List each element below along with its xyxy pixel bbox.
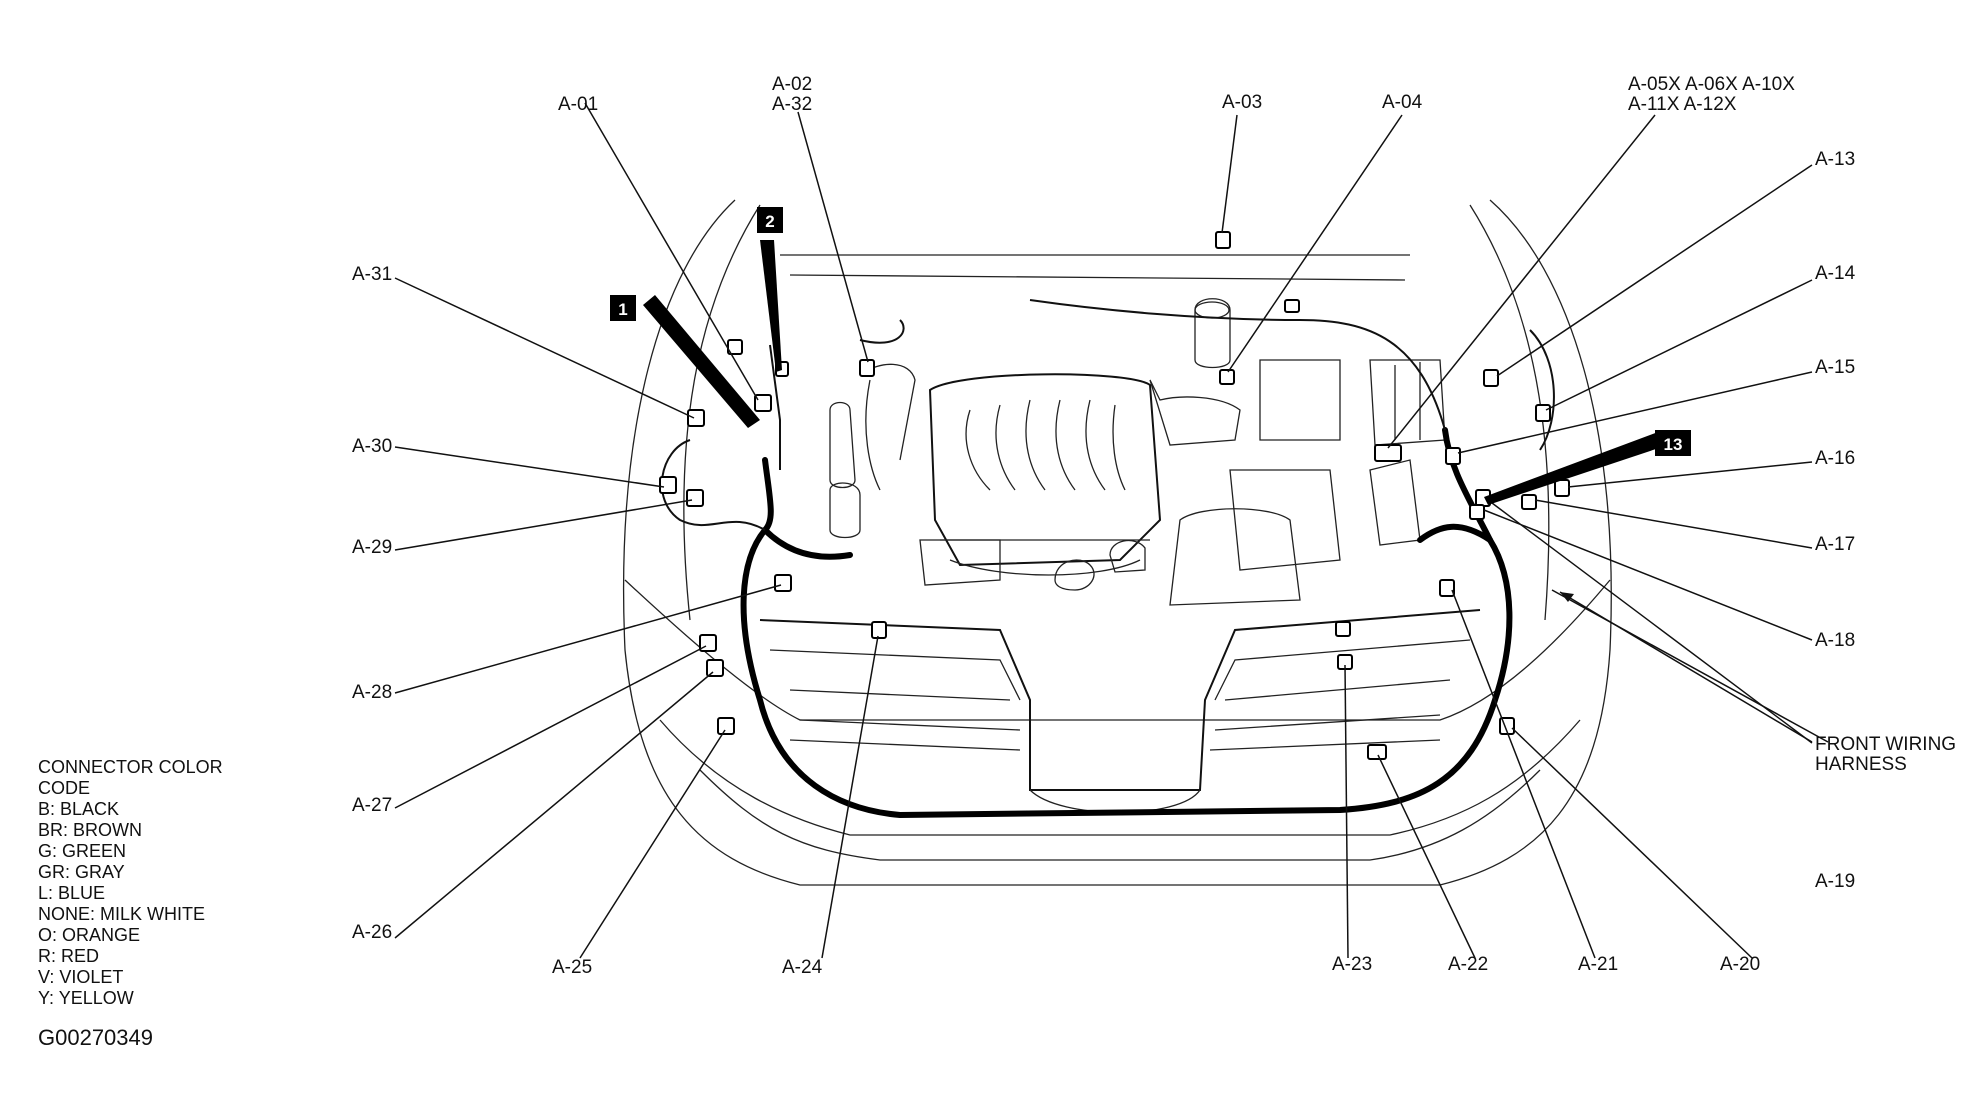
connector-a15-glyph — [1445, 447, 1461, 465]
label-a14: A-14 — [1815, 263, 1856, 284]
legend-title-line1: CONNECTOR COLOR — [38, 757, 223, 777]
legend-item: R: RED — [38, 946, 100, 966]
label-a20: A-20 — [1720, 954, 1760, 975]
connector-a14-glyph — [1535, 404, 1551, 422]
connector-a30-glyph — [659, 476, 677, 494]
vehicle-outline — [622, 199, 1612, 886]
label-a13: A-13 — [1815, 149, 1855, 170]
connector-a03b-glyph — [1284, 299, 1300, 313]
callout-1-pointer — [643, 295, 760, 428]
callout-1: 1 — [610, 295, 636, 321]
connector-a23-glyph — [1335, 621, 1351, 637]
label-a28: A-28 — [352, 682, 392, 703]
legend-item: O: ORANGE — [38, 925, 141, 945]
label-a01: A-01 — [558, 94, 598, 115]
legend-title-line2: CODE — [38, 778, 91, 798]
connector-a01b-glyph — [754, 394, 772, 412]
label-a29: A-29 — [352, 537, 392, 558]
legend-item: L: BLUE — [38, 883, 106, 903]
callout-pointers — [643, 240, 1668, 505]
connector-a22-glyph — [1367, 744, 1387, 760]
label-a24: A-24 — [782, 957, 823, 978]
connector-a25-glyph — [717, 717, 735, 735]
label-a04: A-04 — [1382, 92, 1423, 113]
connector-a24-glyph — [871, 621, 887, 639]
callout-2-label: 2 — [765, 212, 774, 231]
label-a21: A-21 — [1578, 954, 1618, 975]
label-a05x-group-line1: A-05X A-06X A-10X — [1628, 74, 1795, 95]
connector-labels: A-01 A-02 A-32 A-03 A-04 A-05X A-06X A-1… — [352, 74, 1956, 978]
label-a02: A-02 — [772, 74, 812, 95]
connector-glyphs — [659, 231, 1570, 760]
label-a18: A-18 — [1815, 630, 1855, 651]
engine-block — [919, 359, 1421, 606]
legend-item: NONE: MILK WHITE — [38, 904, 206, 924]
callout-2-pointer — [760, 240, 782, 372]
legend-item: GR: GRAY — [38, 862, 125, 882]
legend-item: G: GREEN — [38, 841, 127, 861]
label-harness-line2: HARNESS — [1815, 754, 1907, 775]
front-grille — [759, 609, 1481, 814]
callout-2: 2 — [757, 207, 783, 233]
label-a30: A-30 — [352, 436, 392, 457]
legend-item: B: BLACK — [38, 799, 120, 819]
connector-a13-glyph — [1483, 369, 1499, 387]
label-a23: A-23 — [1332, 954, 1372, 975]
label-a32: A-32 — [772, 94, 812, 115]
label-a16: A-16 — [1815, 448, 1855, 469]
label-a27: A-27 — [352, 795, 392, 816]
connector-a28-glyph — [774, 574, 792, 592]
reservoirs — [829, 298, 1446, 539]
connector-a18-glyph — [1469, 504, 1485, 520]
callout-13-label: 13 — [1664, 435, 1683, 454]
connector-a29-glyph — [686, 489, 704, 507]
legend-item: V: VIOLET — [38, 967, 124, 987]
label-a22: A-22 — [1448, 954, 1488, 975]
connector-a03-glyph — [1215, 231, 1231, 249]
connector-color-legend: CONNECTOR COLOR CODE B: BLACK BR: BROWN … — [38, 757, 223, 1009]
connector-a01-glyph — [727, 339, 743, 355]
label-a25: A-25 — [552, 957, 592, 978]
legend-item: BR: BROWN — [38, 820, 143, 840]
callout-13-pointer — [1484, 432, 1668, 505]
front-wiring-harness-trace — [661, 299, 1555, 818]
connector-a05x-group-glyph — [1374, 444, 1402, 462]
connector-a17-glyph — [1521, 494, 1537, 510]
callout-1-label: 1 — [618, 300, 627, 319]
label-a03: A-03 — [1222, 92, 1262, 113]
label-a19: A-19 — [1815, 871, 1855, 892]
label-a05x-group-line2: A-11X A-12X — [1628, 94, 1737, 115]
label-harness-line1: FRONT WIRING — [1815, 734, 1956, 755]
label-a17: A-17 — [1815, 534, 1855, 555]
connector-a26-glyph — [706, 659, 724, 677]
connector-a04-glyph — [1219, 369, 1235, 385]
connector-a31-glyph — [687, 409, 705, 427]
connector-a21-glyph — [1439, 579, 1455, 597]
figure-id: G00270349 — [38, 1025, 153, 1050]
connector-a02-glyph — [859, 359, 875, 377]
legend-item: Y: YELLOW — [38, 988, 134, 1008]
leader-lines — [394, 102, 1829, 959]
label-a26: A-26 — [352, 922, 392, 943]
callout-13: 13 — [1655, 430, 1691, 456]
label-a15: A-15 — [1815, 357, 1855, 378]
connector-a16-glyph — [1554, 479, 1570, 497]
harness-label-leader — [1559, 591, 1813, 743]
label-a31: A-31 — [352, 264, 392, 285]
